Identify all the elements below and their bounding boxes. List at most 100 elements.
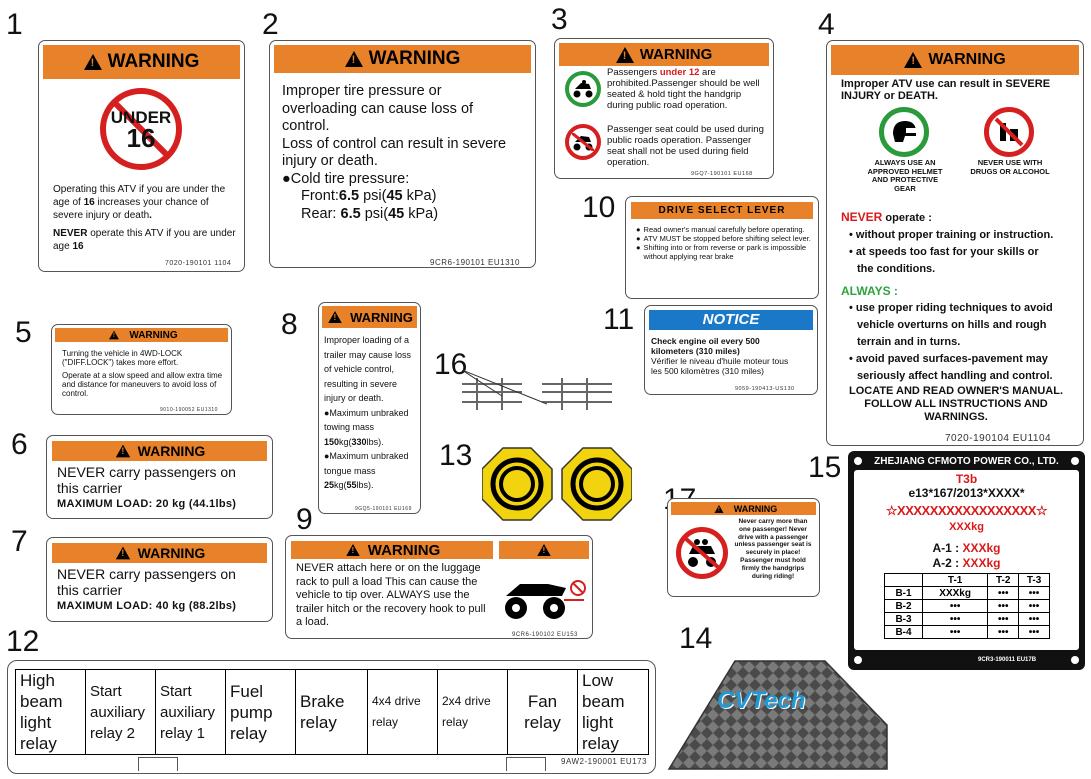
warning-header: WARNING (559, 43, 769, 66)
part-number-10: 10 (582, 191, 616, 224)
passenger-allowed-icon (565, 71, 601, 107)
no-extra-passenger-icon (676, 527, 728, 579)
label-10-drive-select-lever: DRIVE SELECT LEVER ●Read owner's manual … (625, 196, 819, 299)
warning-header-small (499, 541, 589, 559)
part-code: 9GQ7-190101 EU168 (691, 171, 753, 177)
part-number-11: 11 (603, 303, 635, 336)
part-number-7: 7 (11, 525, 28, 558)
nameplate-mass: XXXkg (949, 521, 984, 533)
nameplate-vin: ☆XXXXXXXXXXXXXXXXX☆ (885, 503, 1048, 518)
relay-cell: Low beam light relay (577, 669, 649, 755)
warning-triangle-icon (537, 544, 551, 556)
nameplate-company: ZHEJIANG CFMOTO POWER CO., LTD. (874, 456, 1059, 467)
warning-triangle-icon (714, 504, 724, 513)
warning-header: WARNING (831, 45, 1079, 75)
part-16-clips (461, 369, 612, 415)
label8-body: Improper loading of a trailer may cause … (324, 335, 412, 490)
relay-cell: Start auxiliary relay 1 (155, 669, 226, 755)
part-code: 7020-190104 EU1104 (945, 433, 1052, 444)
label5-l2: Operate at a slow speed and allow extra … (62, 371, 223, 398)
part-number-2: 2 (262, 8, 279, 41)
warning-triangle-icon (346, 544, 360, 556)
part-number-6: 6 (11, 428, 28, 461)
label-2-tire-pressure-warning: WARNING Improper tire pressure oroverloa… (269, 40, 536, 268)
relay-cell: Fan relay (507, 669, 578, 755)
tab-notch (506, 757, 546, 771)
notice-header: NOTICE (649, 310, 813, 330)
warning-header: WARNING (55, 328, 228, 342)
part-code: 7020-190101 1104 (165, 260, 232, 267)
part-number-15: 15 (808, 451, 842, 484)
label6-max-load: MAXIMUM LOAD: 20 kg (44.1lbs) (57, 498, 237, 510)
nameplate-a2: A-2 : XXXkg (932, 556, 1001, 570)
warning-triangle-icon (109, 330, 120, 340)
part-code: 9CR3-190011 EU17B (978, 657, 1037, 663)
part-number-16: 16 (434, 348, 468, 381)
warning-header: WARNING (52, 543, 267, 563)
label-15-nameplate: ZHEJIANG CFMOTO POWER CO., LTD. T3b e13*… (848, 451, 1085, 670)
warning-header: WARNING (274, 45, 531, 73)
label-9-luggage-rack-warning: WARNING NEVER attach here or on the lugg… (285, 535, 593, 639)
helmet-caption: ALWAYS USE AN APPROVED HELMET AND PROTEC… (867, 158, 943, 193)
nameplate-panel: T3b e13*167/2013*XXXX* ☆XXXXXXXXXXXXXXXX… (854, 470, 1079, 650)
no-drugs-alcohol-icon (984, 107, 1034, 157)
relay-table: High beam light relay Start auxiliary re… (15, 669, 649, 755)
warning-header: WARNING (52, 441, 267, 461)
label5-l1: Turning the vehicle in 4WD-LOCK ("DIFF.L… (62, 349, 183, 367)
no-passenger-field-icon (565, 124, 601, 160)
atv-towing-icon (500, 566, 588, 626)
drugs-caption: NEVER USE WITH DRUGS OR ALCOHOL (970, 158, 1050, 176)
nameplate-approval: e13*167/2013*XXXX* (908, 486, 1025, 500)
rivet-hole-icon (854, 457, 862, 465)
part-code: 9059-190413-US130 (735, 386, 795, 392)
label1-body: Operating this ATV if you are under the … (53, 184, 226, 221)
label-17-passenger-warning: WARNING Never carry more than one passen… (667, 498, 820, 597)
warning-triangle-icon (115, 444, 130, 458)
nameplate-a1: A-1 : XXXkg (932, 541, 1001, 555)
warning-triangle-icon (904, 52, 923, 68)
part-number-5: 5 (15, 316, 32, 349)
rivet-hole-icon (1071, 656, 1079, 664)
warning-triangle-icon (344, 51, 363, 67)
drive-select-header: DRIVE SELECT LEVER (631, 202, 813, 219)
label3-p2: Passenger seat could be used during publ… (607, 124, 764, 168)
label-3-passenger-warning: WARNING Passengers under 12 are prohibit… (554, 38, 774, 179)
relay-cell: 2x4 drive relay (437, 669, 508, 755)
label-8-trailer-warning: WARNING Improper loading of a trailer ma… (318, 302, 421, 514)
nameplate-model: T3b (955, 472, 978, 486)
part-number-12: 12 (6, 625, 40, 658)
warning-triangle-icon (115, 546, 130, 560)
warning-triangle-icon (328, 311, 342, 323)
relay-cell: 4x4 drive relay (367, 669, 438, 755)
label9-body: NEVER attach here or on the luggage rack… (296, 562, 486, 628)
part-code: 9GQ5-190101 EU169 (355, 506, 412, 512)
part-number-8: 8 (281, 308, 298, 341)
label-4-atv-use-warning: WARNING Improper ATV use can result in S… (826, 40, 1084, 446)
label10-body: ●Read owner's manual carefully before op… (636, 225, 811, 261)
rivet-hole-icon (1071, 457, 1079, 465)
warning-header: WARNING (322, 306, 417, 328)
relay-cell: High beam light relay (15, 669, 86, 755)
label4-never-block: NEVER operate : • without proper trainin… (841, 210, 1054, 275)
relay-cell: Start auxiliary relay 2 (85, 669, 156, 755)
relay-cell: Brake relay (295, 669, 368, 755)
label-5-4wd-lock-warning: WARNING Turning the vehicle in 4WD-LOCK … (51, 324, 232, 415)
part-number-3: 3 (551, 3, 568, 36)
label4-always-block: ALWAYS : • use proper riding techniques … (841, 284, 1053, 382)
rivet-hole-icon (854, 656, 862, 664)
cvtech-logo: CVTech (717, 687, 806, 714)
no-under16-icon: UNDER 16 (97, 85, 185, 173)
label-14-cvtech-decal: CVTech (665, 655, 890, 773)
part-code: 9CR6-190101 EU1310 (430, 258, 520, 267)
label17-body: Never carry more than one passenger! Nev… (734, 518, 812, 580)
part-number-14: 14 (679, 622, 713, 655)
part-number-9: 9 (296, 503, 313, 536)
warning-header: WARNING (43, 45, 240, 79)
part-13-reflectors (481, 447, 633, 522)
